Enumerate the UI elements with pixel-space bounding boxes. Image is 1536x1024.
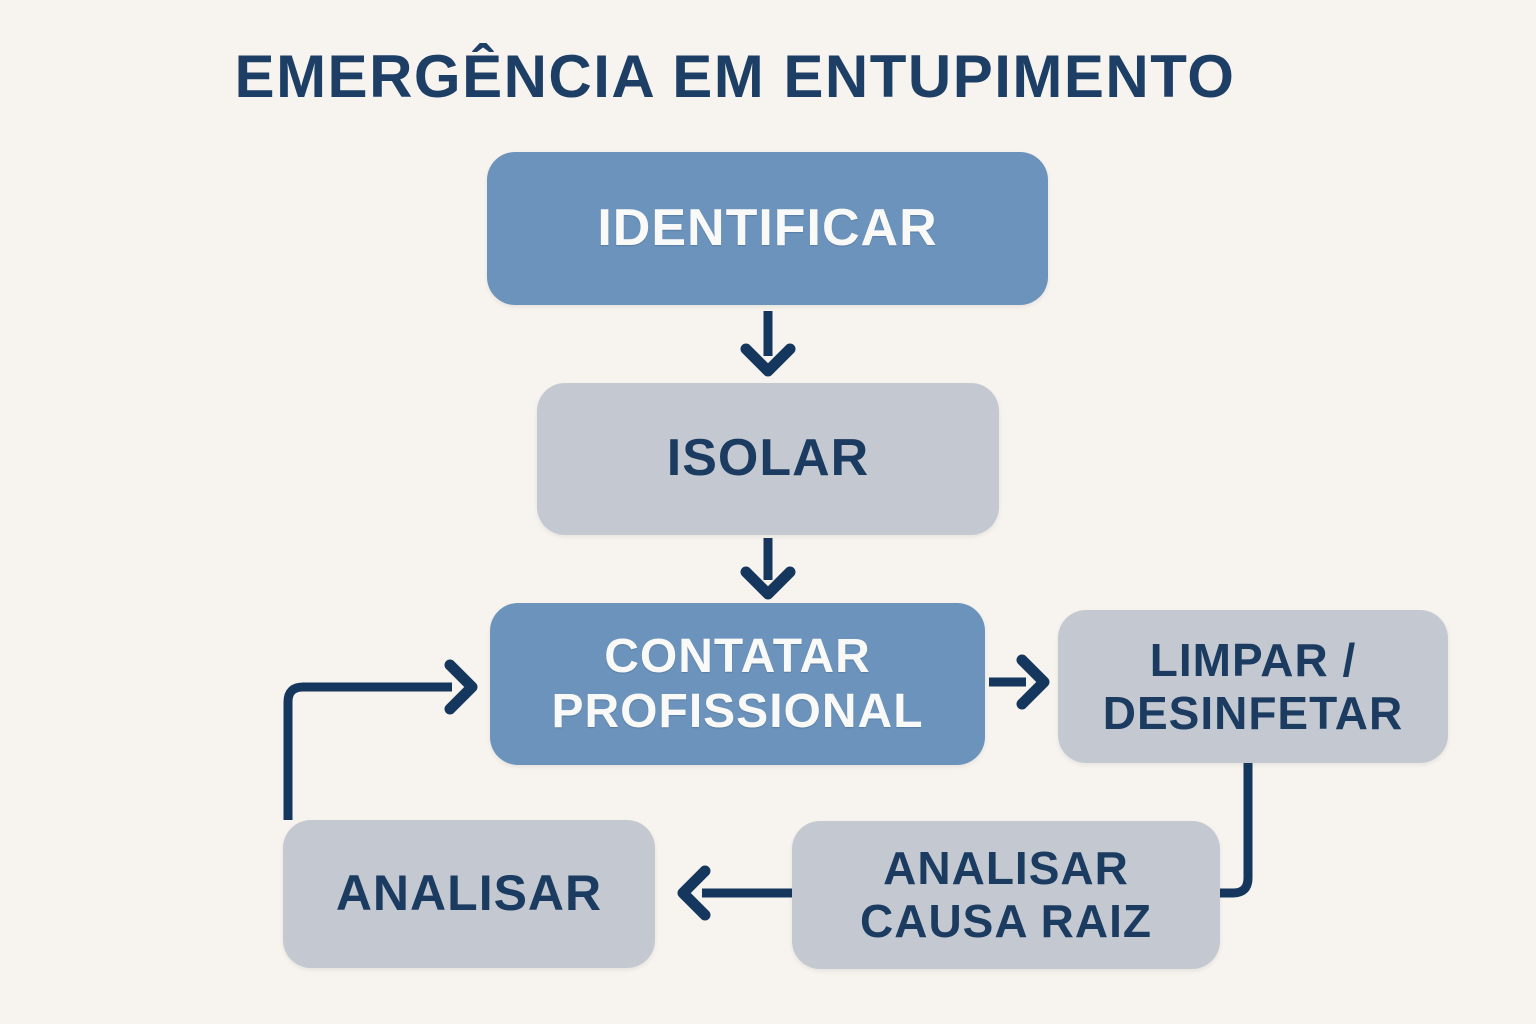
node-label-isolar: ISOLAR [666, 429, 870, 488]
flow-node-identificar: IDENTIFICAR [487, 152, 1048, 305]
flow-node-limpar-desinfetar: LIMPAR / DESINFETAR [1058, 610, 1448, 763]
flow-node-contatar-profissional: CONTATAR PROFISSIONAL [490, 603, 985, 765]
arrow-analisar-causa-to-analisar-head [677, 865, 711, 921]
node-label-analisar: ANALISAR [335, 865, 603, 922]
node-label-limpar-desinfetar: LIMPAR / DESINFETAR [1102, 633, 1404, 739]
node-label-analisar-causa-raiz: ANALISAR CAUSA RAIZ [860, 842, 1152, 947]
flow-node-analisar: ANALISAR [283, 820, 655, 968]
page-title: EMERGÊNCIA EM ENTUPIMENTO [234, 43, 1236, 110]
connector-analisar-to-contatar [283, 682, 452, 820]
arrow-isolar-to-contatar-head [740, 566, 796, 600]
node-label-identificar: IDENTIFICAR [597, 198, 938, 257]
arrow-analisar-to-contatar-head [444, 659, 478, 715]
arrow-contatar-to-limpar-head [1016, 654, 1050, 710]
flow-node-isolar: ISOLAR [537, 383, 999, 535]
arrow-identificar-to-isolar-head [740, 343, 796, 377]
flow-node-analisar-causa-raiz: ANALISAR CAUSA RAIZ [792, 821, 1220, 969]
node-label-contatar-profissional: CONTATAR PROFISSIONAL [551, 629, 924, 738]
